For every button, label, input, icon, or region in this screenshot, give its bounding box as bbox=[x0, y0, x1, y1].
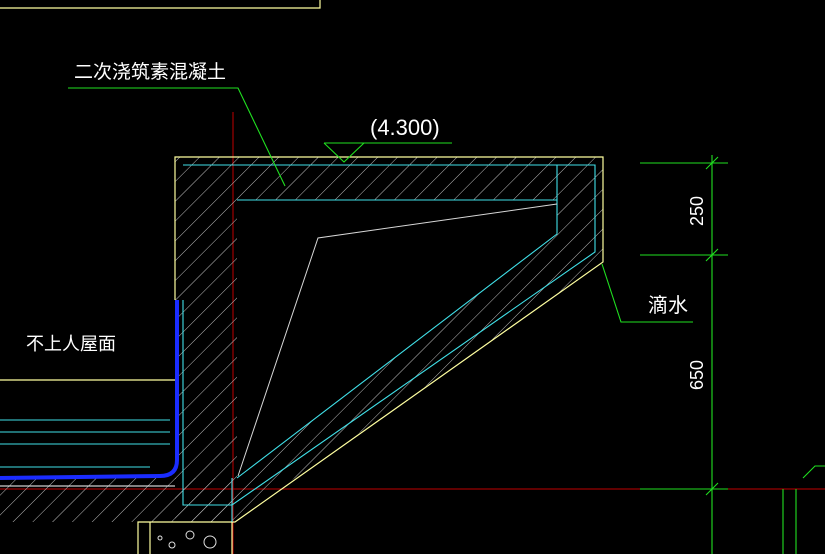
elevation-label: (4.300) bbox=[370, 115, 440, 140]
dimension-lines bbox=[640, 155, 728, 554]
dimension-lower-text: 650 bbox=[687, 360, 707, 390]
cavity-diagonal bbox=[237, 203, 558, 477]
concrete-leader-label: 二次浇筑素混凝土 bbox=[74, 61, 226, 83]
concrete-hatch-fill bbox=[175, 157, 603, 522]
gravel-symbols bbox=[157, 530, 217, 549]
waterproof-membrane bbox=[0, 300, 179, 480]
concrete-section bbox=[0, 157, 603, 522]
concrete-leader bbox=[68, 87, 286, 187]
concrete-outline bbox=[0, 156, 604, 554]
drip-label: 滴水 bbox=[648, 293, 688, 317]
top-frame-fragment bbox=[0, 0, 321, 9]
inner-cavity-lines bbox=[0, 164, 596, 522]
drip-leader bbox=[601, 263, 693, 323]
dimension-upper-text: 250 bbox=[687, 196, 707, 226]
right-side-fragment bbox=[782, 465, 825, 554]
lower-slab-hatch bbox=[0, 478, 232, 522]
elevation-marker bbox=[323, 142, 452, 163]
roof-label: 不上人屋面 bbox=[26, 334, 116, 355]
